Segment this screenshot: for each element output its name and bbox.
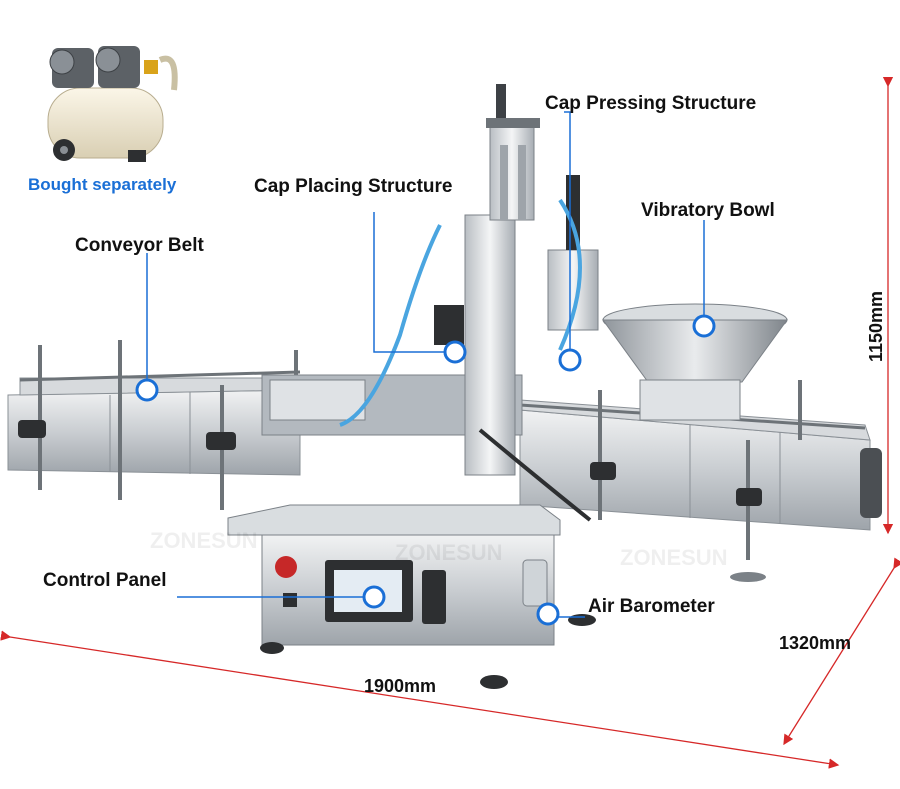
width-dimension: 1320mm (779, 633, 852, 653)
conveyor-left-section (7, 340, 301, 510)
conveyor-belt-label: Conveyor Belt (75, 235, 204, 256)
marker-cap-pressing (558, 348, 582, 372)
vibratory-bowl-label: Vibratory Bowl (641, 200, 775, 221)
marker-control-panel (362, 585, 386, 609)
marker-cap-placing (443, 340, 467, 364)
bought-separately-label: Bought separately (28, 175, 177, 194)
height-dimension: 1150mm (866, 290, 886, 362)
length-arrow (0, 630, 840, 769)
cap-mechanism (261, 84, 599, 522)
dimension-lines (0, 76, 900, 769)
callout-markers (135, 314, 716, 626)
cap-placing-label: Cap Placing Structure (254, 176, 453, 197)
callout-lines (146, 111, 705, 618)
cap-pressing-label: Cap Pressing Structure (545, 93, 757, 114)
marker-air-barometer (536, 602, 560, 626)
marker-conveyor-belt (135, 378, 159, 402)
watermark-center: ZONESUN (395, 540, 503, 565)
width-arrow (783, 557, 900, 746)
air-barometer-label: Air Barometer (588, 596, 715, 617)
control-panel-label: Control Panel (43, 570, 167, 591)
length-dimension: 1900mm (364, 676, 437, 696)
watermark-right: ZONESUN (620, 545, 728, 570)
air-compressor-image (47, 46, 178, 162)
watermark-left: ZONESUN (150, 528, 258, 553)
marker-vibratory-bowl (692, 314, 716, 338)
base-cabinet (227, 504, 596, 689)
